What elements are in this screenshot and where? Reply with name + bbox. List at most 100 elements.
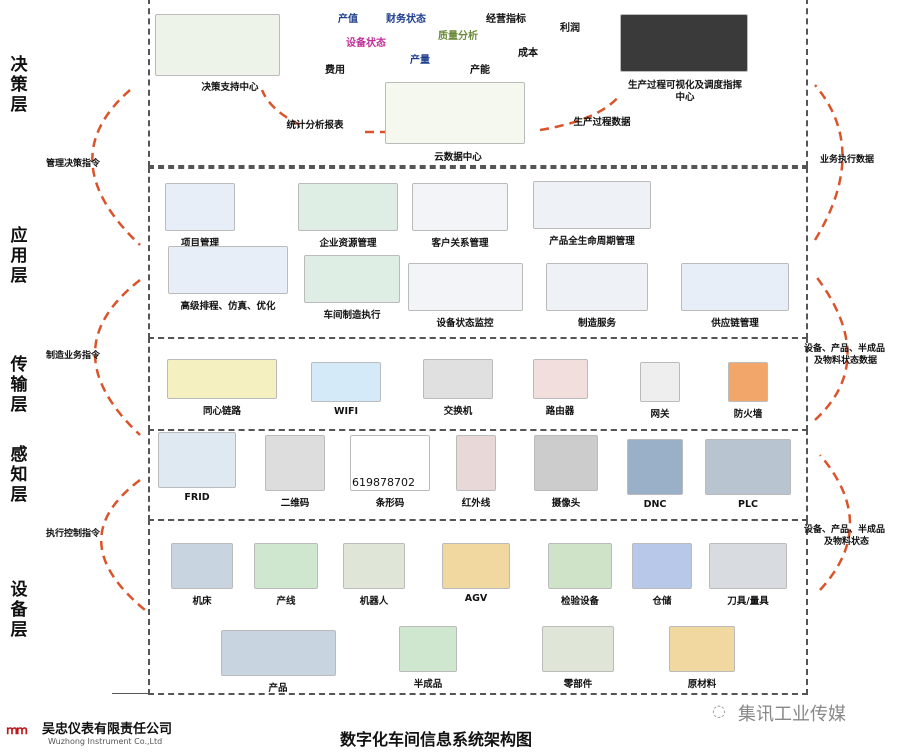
node-label: 生产过程可视化及调度指挥 xyxy=(627,80,743,91)
diagram-title: 数字化车间信息系统架构图 xyxy=(340,730,533,749)
trans-image xyxy=(311,362,381,402)
node-label: 决策支持中心 xyxy=(201,82,259,93)
perc-image xyxy=(705,439,791,495)
layer-label-transport: 传输层 xyxy=(10,355,28,415)
perc-image xyxy=(158,432,236,488)
app-image xyxy=(168,246,288,294)
app-label: 供应链管理 xyxy=(711,318,759,329)
perc-image xyxy=(265,435,325,491)
perc-label: 红外线 xyxy=(461,498,491,509)
equip-label: 半成品 xyxy=(413,679,443,690)
keyword: 利润 xyxy=(560,23,580,34)
app-label: 高级排程、仿真、优化 xyxy=(180,301,276,312)
app-image xyxy=(407,263,523,311)
note-right: 及物料状态数据 xyxy=(814,356,878,366)
equip-image xyxy=(220,630,336,676)
app-label: 产品全生命周期管理 xyxy=(549,236,635,247)
app-label: 制造服务 xyxy=(577,318,617,329)
app-label: 企业资源管理 xyxy=(319,238,377,249)
app-image xyxy=(298,183,398,231)
layer-equipment xyxy=(148,519,808,695)
app-label: 车间制造执行 xyxy=(323,310,381,321)
trans-image xyxy=(423,359,493,399)
note-right: 设备、产品、半成品 xyxy=(804,525,886,535)
equip-image xyxy=(709,543,787,589)
perc-label: DNC xyxy=(643,499,667,510)
trans-image xyxy=(728,362,768,402)
keyword: 产量 xyxy=(410,55,430,66)
equip-image xyxy=(542,626,614,672)
keyword: 产能 xyxy=(470,65,490,76)
trans-label: 防火墙 xyxy=(733,409,763,420)
app-image xyxy=(165,183,235,231)
perc-label: 二维码 xyxy=(280,498,310,509)
keyword: 财务状态 xyxy=(386,14,426,25)
company-name: 吴忠仪表有限责任公司 xyxy=(42,722,173,737)
arrow-label: 生产过程数据 xyxy=(573,117,631,128)
equip-image xyxy=(632,543,692,589)
keyword: 成本 xyxy=(518,48,538,59)
equip-image xyxy=(171,543,233,589)
app-image xyxy=(533,181,651,229)
trans-label: 同心链路 xyxy=(202,406,242,417)
company-logo: ՠՠ xyxy=(6,723,28,738)
perc-label: PLC xyxy=(738,499,758,510)
equip-label: 仓储 xyxy=(652,596,672,607)
equip-image xyxy=(669,626,735,672)
equip-label: 零部件 xyxy=(563,679,593,690)
layer-label-decision: 决策层 xyxy=(10,55,28,115)
layer-label-equipment: 设备层 xyxy=(10,580,28,640)
keyword: 经营指标 xyxy=(486,14,526,25)
app-label: 客户关系管理 xyxy=(431,238,489,249)
app-image xyxy=(546,263,648,311)
equip-label: 原材料 xyxy=(687,679,717,690)
equip-label: 机器人 xyxy=(359,596,389,607)
app-image xyxy=(412,183,508,231)
layer-decision xyxy=(148,0,808,167)
keyword: 设备状态 xyxy=(346,38,386,49)
app-image xyxy=(304,255,400,303)
note-left: 执行控制指令 xyxy=(46,529,101,539)
equip-label: 机床 xyxy=(192,596,212,607)
layer-label-perception: 感知层 xyxy=(10,445,28,505)
trans-label: 交换机 xyxy=(443,406,473,417)
control-center-image xyxy=(620,14,748,72)
app-image xyxy=(681,263,789,311)
trans-image xyxy=(167,359,277,399)
node-label: 云数据中心 xyxy=(434,152,482,163)
app-label: 项目管理 xyxy=(180,238,220,249)
note-right: 及物料状态 xyxy=(824,537,870,547)
layer-label-application: 应用层 xyxy=(10,226,28,286)
perc-image xyxy=(350,435,430,491)
trans-label: WIFI xyxy=(333,406,359,417)
equip-image xyxy=(254,543,318,589)
perc-image xyxy=(456,435,496,491)
perc-label: 摄像头 xyxy=(551,498,581,509)
bottom-line xyxy=(112,693,148,694)
equip-image xyxy=(343,543,405,589)
equip-image xyxy=(548,543,612,589)
equip-label: AGV xyxy=(464,593,488,604)
barcode-number: 619878702 xyxy=(352,476,415,489)
trans-image xyxy=(532,359,588,399)
equip-label: 检验设备 xyxy=(560,596,600,607)
trans-label: 网关 xyxy=(650,409,670,420)
perc-image xyxy=(534,435,598,491)
perc-label: FRID xyxy=(184,492,210,503)
watermark: 集讯工业传媒 xyxy=(738,704,846,725)
app-label: 设备状态监控 xyxy=(436,318,494,329)
note-left: 管理决策指令 xyxy=(46,159,101,169)
perc-label: 条形码 xyxy=(375,498,405,509)
perc-image xyxy=(627,439,683,495)
equip-image xyxy=(442,543,510,589)
trans-label: 路由器 xyxy=(545,406,575,417)
equip-label: 产品 xyxy=(268,683,288,694)
big-data-image xyxy=(385,82,525,144)
note-right: 业务执行数据 xyxy=(820,155,875,165)
wechat-icon: ◌ xyxy=(712,701,726,720)
arrow-label: 统计分析报表 xyxy=(286,120,344,131)
equip-image xyxy=(399,626,457,672)
keyword: 产值 xyxy=(338,14,358,25)
company-name-en: Wuzhong Instrument Co.,Ltd xyxy=(48,737,163,746)
